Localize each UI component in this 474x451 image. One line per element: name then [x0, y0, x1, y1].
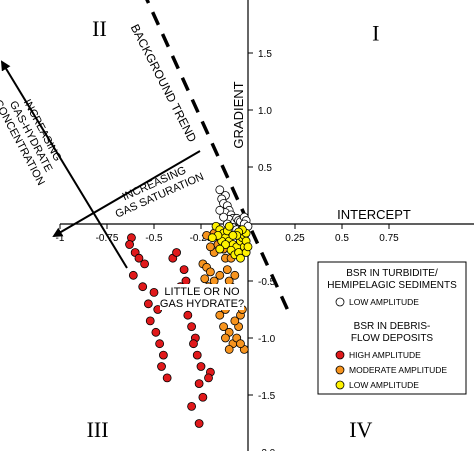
scatter-points	[125, 185, 253, 428]
y-tick-label: -0.5	[258, 277, 276, 288]
legend-label-high: HIGH AMPLITUDE	[349, 350, 421, 360]
quadrant-label: IV	[349, 417, 372, 442]
quadrant-label: III	[87, 417, 109, 442]
x-tick-label: 0.25	[285, 233, 305, 244]
point-debris-high	[143, 299, 153, 309]
y-tick-label: 1.0	[258, 106, 272, 117]
hydrate-concentration-arrow	[0, 60, 128, 269]
annotation-arrows	[0, 0, 290, 311]
point-debris-high	[138, 282, 148, 292]
legend-group1-title-2: HEMIPELAGIC SEDIMENTS	[327, 280, 457, 291]
point-debris-moderate	[224, 344, 234, 354]
gas-saturation-label: INCREASING GAS SATURATION	[114, 164, 206, 220]
legend-marker-debris-low	[335, 380, 345, 390]
point-debris-moderate	[230, 316, 240, 326]
point-debris-low	[215, 244, 225, 254]
point-debris-high	[192, 350, 202, 360]
y-tick-label: 2.0	[258, 0, 272, 3]
y-axis-label: GRADIENT	[231, 81, 246, 148]
point-debris-low	[243, 242, 253, 252]
legend-group2-title-1: BSR IN DEBRIS-	[354, 321, 431, 332]
legend-group2-title-2: FLOW DEPOSITS	[351, 333, 434, 344]
legend-label-debris-low: LOW AMPLITUDE	[349, 380, 419, 390]
point-debris-moderate	[205, 242, 215, 252]
legend: BSR IN TURBIDITE/ HEMIPELAGIC SEDIMENTS …	[317, 261, 467, 395]
y-axis-title: GRADIENT	[231, 81, 246, 148]
background-trend-line	[145, 0, 290, 311]
point-debris-high	[157, 362, 166, 371]
x-axis-title: INTERCEPT	[337, 207, 411, 222]
x-tick-label: -0.75	[96, 233, 119, 244]
point-debris-high	[140, 259, 150, 269]
point-turbidite-low	[215, 185, 225, 195]
quadrant-label: II	[92, 16, 107, 41]
x-axis-label: INTERCEPT	[337, 207, 411, 222]
x-tick-label: -0.25	[190, 233, 213, 244]
point-debris-high	[196, 362, 206, 371]
x-tick-label: -0.5	[145, 233, 163, 244]
ticks: -1 -0.75 -0.5 -0.25 0.25 0.5 0.75 2.0 1.5 1.0 0.5 -…	[56, 0, 400, 451]
point-debris-high	[198, 392, 208, 402]
point-debris-moderate	[200, 274, 210, 284]
little-hydrate-line-2: GAS HYDRATE?	[160, 298, 244, 310]
x-tick-label: 0.5	[335, 233, 349, 244]
point-turbidite-low	[219, 212, 228, 222]
point-debris-low	[224, 221, 234, 231]
point-debris-high	[134, 253, 144, 263]
legend-label-turbidite-low: LOW AMPLITUDE	[349, 297, 419, 307]
point-debris-high	[162, 373, 172, 383]
point-turbidite-low	[215, 205, 225, 215]
point-debris-high	[179, 265, 189, 275]
legend-marker-high	[335, 350, 345, 360]
point-debris-high	[194, 379, 204, 389]
point-debris-low	[221, 240, 230, 249]
gas-saturation-arrow	[52, 150, 201, 238]
y-tick-label: 1.5	[258, 49, 272, 60]
legend-label-moderate: MODERATE AMPLITUDE	[349, 365, 447, 375]
point-debris-high	[158, 350, 168, 360]
legend-group1-title-1: BSR IN TURBIDITE/	[346, 268, 438, 279]
quadrant-label: I	[372, 20, 379, 45]
hydrate-concentration-label: INCREASING GAS-HYDRATE CONCENTRATION	[0, 97, 63, 187]
point-debris-moderate	[219, 322, 228, 332]
point-debris-low	[207, 233, 217, 243]
y-tick-label: -2.0	[258, 448, 276, 451]
point-debris-moderate	[215, 270, 225, 280]
x-tick-label: -1	[56, 233, 65, 244]
legend-marker-turbidite-low	[335, 297, 345, 307]
little-hydrate-box	[160, 284, 244, 310]
point-debris-high	[187, 401, 197, 411]
point-debris-moderate	[222, 265, 232, 275]
point-debris-low	[236, 253, 245, 263]
point-debris-moderate	[205, 267, 215, 277]
point-debris-high	[172, 248, 181, 257]
point-debris-moderate	[215, 310, 225, 320]
point-debris-high	[189, 339, 198, 349]
little-hydrate-annotation: LITTLE OR NO GAS HYDRATE?	[160, 284, 244, 310]
point-debris-high	[194, 419, 204, 428]
point-debris-high	[149, 287, 159, 297]
point-debris-high	[187, 322, 197, 332]
point-debris-low	[228, 230, 238, 240]
y-tick-label: -1.5	[258, 391, 276, 402]
point-debris-high	[204, 373, 213, 383]
point-debris-high	[151, 327, 161, 337]
little-hydrate-line-1: LITTLE OR NO	[164, 286, 240, 298]
point-debris-high	[125, 240, 134, 249]
point-debris-high	[183, 310, 193, 320]
point-debris-moderate	[236, 339, 245, 349]
point-debris-high	[155, 339, 165, 349]
x-tick-label: 0.75	[379, 233, 399, 244]
legend-marker-moderate	[335, 365, 345, 375]
y-tick-label: -1.0	[258, 334, 276, 345]
y-tick-label: 0.5	[258, 163, 272, 174]
point-debris-high	[145, 316, 155, 326]
point-debris-moderate	[221, 333, 230, 343]
point-debris-moderate	[230, 270, 240, 280]
point-debris-high	[128, 270, 138, 280]
